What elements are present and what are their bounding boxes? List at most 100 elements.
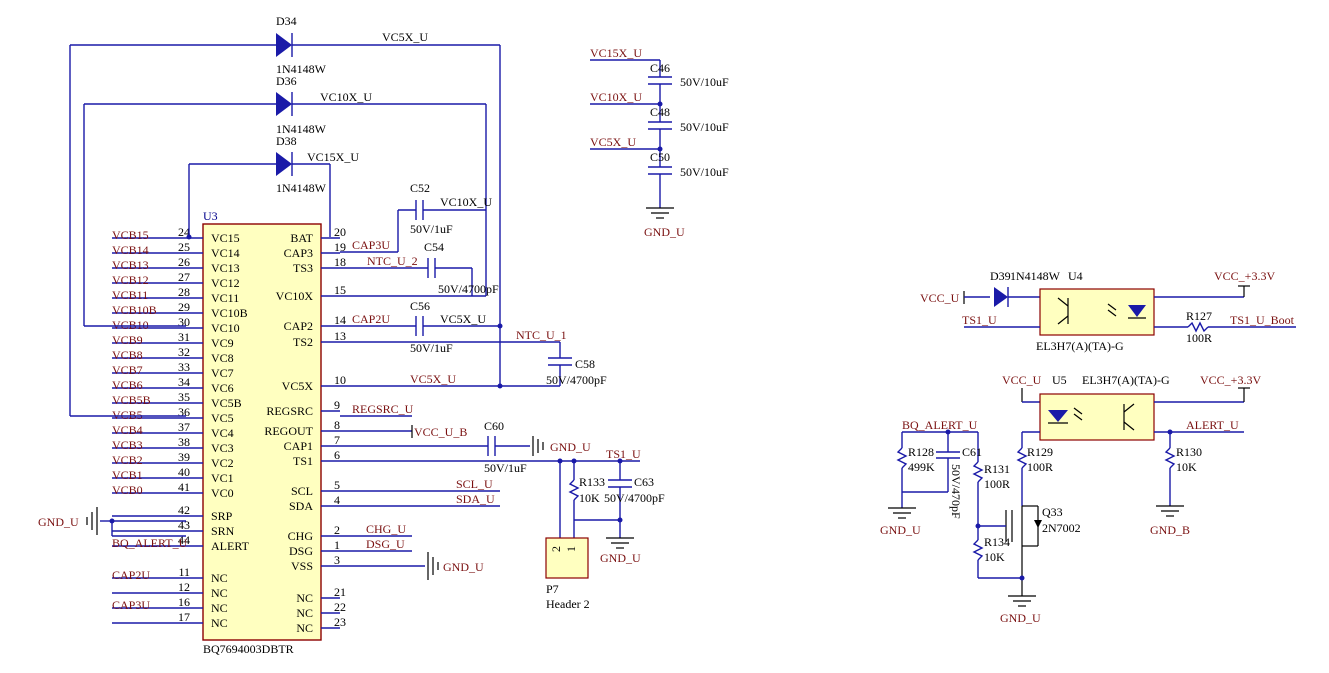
pin-number: 10	[334, 373, 346, 387]
d34-net: VC5X_U	[382, 30, 428, 44]
gnd-r128-label: GND_U	[880, 523, 921, 537]
opto-u4-block: VCC_U D39 1N4148W U4 TS1_U VCC_+3.3V R12…	[920, 269, 1296, 353]
pin-name: TS3	[293, 261, 313, 275]
pin-net-label: VCB12	[112, 273, 149, 287]
pin-net-label: CAP2U	[112, 568, 150, 582]
pin-number: 30	[178, 315, 190, 329]
r134-value: 10K	[984, 550, 1005, 564]
d38-ref: D38	[276, 134, 297, 148]
pin-number: 39	[178, 450, 190, 464]
pin-name: VC11	[211, 291, 239, 305]
pin-name: SDA	[289, 499, 313, 513]
pin-number: 12	[178, 580, 190, 594]
pin-net-label: VCB13	[112, 258, 149, 272]
pin-name: VC4	[211, 426, 234, 440]
pin-number: 18	[334, 255, 346, 269]
c46-value: 50V/10uF	[680, 75, 729, 89]
net-dsg: DSG_U	[366, 537, 405, 551]
pin-net-label: VCB8	[112, 348, 143, 362]
d36-net: VC10X_U	[320, 90, 372, 104]
pin-number: 17	[178, 610, 190, 624]
c60-value: 50V/1uF	[484, 461, 527, 475]
pin-name: VC14	[211, 246, 240, 260]
diode-d38: D38 1N4148W VC15X_U	[186, 134, 359, 240]
chip-body	[202, 223, 322, 641]
pin-name: VC7	[211, 366, 234, 380]
d38-part: 1N4148W	[276, 181, 327, 195]
c48-value: 50V/10uF	[680, 120, 729, 134]
net-cap2u-right: CAP2U	[352, 312, 390, 326]
c54-ref: C54	[424, 240, 444, 254]
pin-name: VC0	[211, 486, 234, 500]
d39-part: 1N4148W	[1010, 269, 1061, 283]
pin-number: 26	[178, 255, 190, 269]
pin-net-label: VCB15	[112, 228, 149, 242]
opto-u5-block: VCC_U U5 EL3H7(A)(TA)-G VCC_+3.3V ALERT_…	[880, 373, 1261, 625]
cap-c58: C58 50V/4700pF	[340, 341, 607, 387]
d36-part: 1N4148W	[276, 122, 327, 136]
ground-vss: GND_U	[427, 552, 484, 580]
res-r133: R133 10K	[568, 461, 605, 520]
filter-gnd: GND_U	[644, 225, 685, 239]
pin-number: 27	[178, 270, 190, 284]
net-cap3u-right: CAP3U	[352, 238, 390, 252]
pin-name: VSS	[291, 559, 313, 573]
pin-net-label: VCB1	[112, 468, 143, 482]
c54-value: 50V/4700pF	[438, 282, 499, 296]
filter-caps: VC15X_U VC10X_U VC5X_U GND_U C46 50V/10u…	[590, 46, 729, 239]
pin-number: 16	[178, 595, 190, 609]
diode-d36: D36 1N4148W VC10X_U	[83, 74, 487, 327]
r133-value: 10K	[579, 491, 600, 505]
pin-net-label: BQ_ALERT_U	[112, 536, 188, 550]
gnd-srp-label: GND_U	[38, 515, 79, 529]
pin-number: 34	[178, 375, 190, 389]
pin-net-label: VCB7	[112, 363, 143, 377]
pin-number: 21	[334, 585, 346, 599]
u4-vcc-label: VCC_U	[920, 291, 960, 305]
ground-c63: GND_U	[600, 537, 641, 565]
pin-net-label: VCB11	[112, 288, 148, 302]
pin-name: DSG	[289, 544, 313, 558]
filter-net-b: VC10X_U	[590, 90, 642, 104]
pin-number: 32	[178, 345, 190, 359]
pin-number: 41	[178, 480, 190, 494]
net-sda: SDA_U	[456, 492, 495, 506]
pin-name: SCL	[291, 484, 313, 498]
c56-value: 50V/1uF	[410, 341, 453, 355]
pin-name: TS1	[293, 454, 313, 468]
pin-number: 35	[178, 390, 190, 404]
u5-ref: U5	[1052, 373, 1067, 387]
r133-ref: R133	[579, 475, 605, 489]
pin-net-label: VCB6	[112, 378, 143, 392]
chip-left-pin: 33 VC7 VCB7	[112, 360, 234, 380]
pin-net-label: VCB2	[112, 453, 143, 467]
pin-number: 7	[334, 433, 340, 447]
pin-name: BAT	[290, 231, 313, 245]
c56-ref: C56	[410, 299, 430, 313]
pin-number: 9	[334, 398, 340, 412]
c61-ref: C61	[962, 445, 982, 459]
u4-part: EL3H7(A)(TA)-G	[1036, 339, 1124, 353]
pin-number: 11	[178, 565, 190, 579]
net-ntc-u2: NTC_U_2	[367, 254, 418, 268]
pin-number: 33	[178, 360, 190, 374]
c46-ref: C46	[650, 61, 670, 75]
net-vcc-u-b: VCC_U_B	[414, 425, 467, 439]
pin-net-label: VCB3	[112, 438, 143, 452]
c58-value: 50V/4700pF	[546, 373, 607, 387]
filter-net-c: VC5X_U	[590, 135, 636, 149]
pin-name: VC5	[211, 411, 234, 425]
net-chg: CHG_U	[366, 522, 406, 536]
cap-c56: C56 50V/1uF VC5X_U	[340, 299, 503, 355]
